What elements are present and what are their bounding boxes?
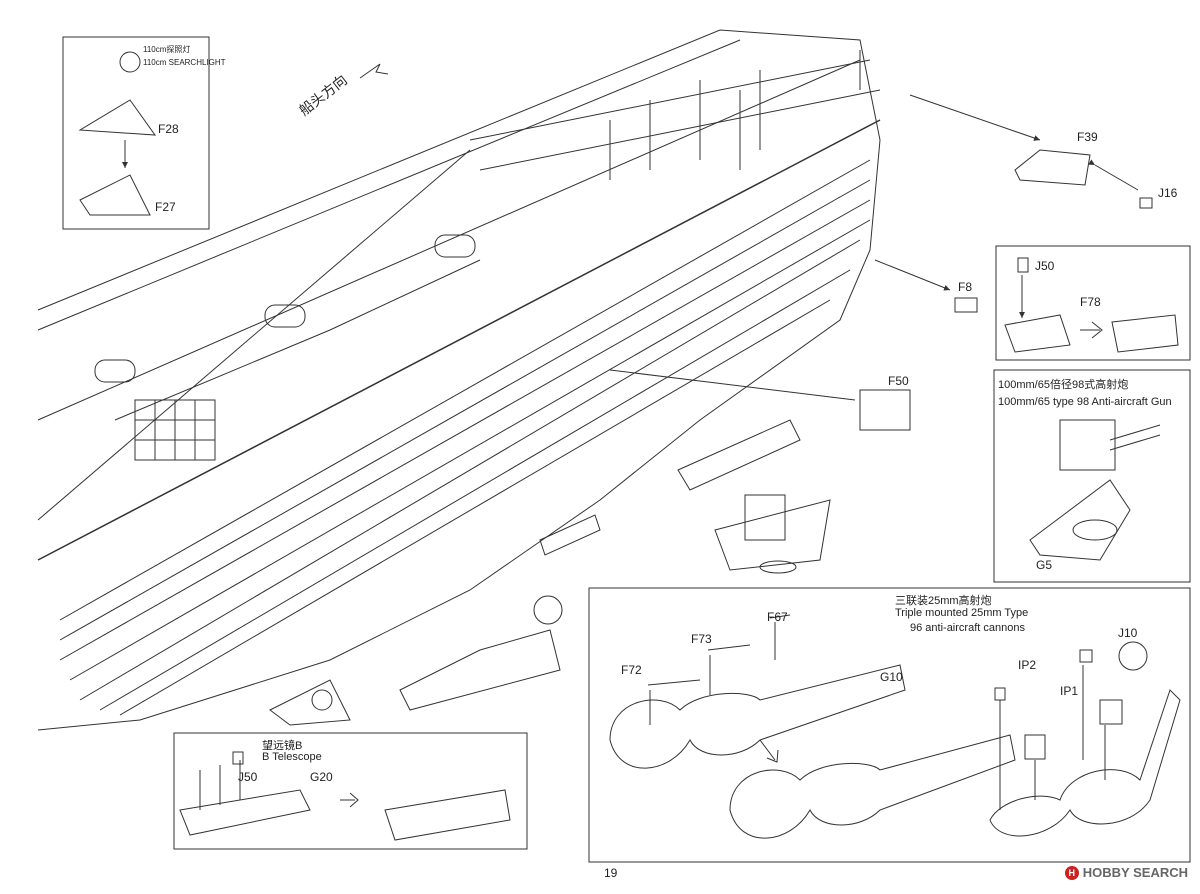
part-f72: F72 bbox=[621, 663, 642, 677]
part-g20: G20 bbox=[310, 770, 333, 784]
watermark-text: HOBBY SEARCH bbox=[1082, 865, 1188, 880]
searchlight-label-cn: 110cm探照灯 bbox=[143, 45, 191, 54]
telescope-box bbox=[173, 732, 528, 850]
part-f28: F28 bbox=[158, 122, 179, 136]
watermark: H HOBBY SEARCH bbox=[1064, 865, 1188, 880]
part-g5: G5 bbox=[1036, 558, 1053, 572]
part-j50b: J50 bbox=[238, 770, 258, 784]
part-f67: F67 bbox=[767, 610, 788, 624]
hull-deck-edge bbox=[37, 39, 741, 331]
searchlight-box bbox=[62, 36, 210, 230]
part-ip2: IP2 bbox=[1018, 658, 1037, 672]
telescope-label-cn: 望远镜B bbox=[262, 740, 303, 752]
hobby-search-logo-icon: H bbox=[1064, 865, 1079, 880]
gun100-label-en: 100mm/65 type 98 Anti-aircraft Gun bbox=[998, 396, 1172, 408]
triple25-label-en2: 96 anti-aircraft cannons bbox=[910, 622, 1025, 634]
part-ip1: IP1 bbox=[1060, 684, 1079, 698]
gun100-label-cn: 100mm/65倍径98式高射炮 bbox=[998, 379, 1129, 391]
triple25-label-en1: Triple mounted 25mm Type bbox=[895, 607, 1029, 619]
j50-box bbox=[995, 245, 1191, 361]
part-f50: F50 bbox=[888, 374, 909, 388]
telescope-label-en: B Telescope bbox=[262, 751, 322, 763]
hull-outline bbox=[37, 29, 881, 731]
part-f73: F73 bbox=[691, 632, 712, 646]
part-f27: F27 bbox=[155, 200, 176, 214]
part-j10: J10 bbox=[1118, 626, 1138, 640]
gun100-box bbox=[993, 369, 1191, 583]
part-j16: J16 bbox=[1158, 186, 1178, 200]
part-f39: F39 bbox=[1077, 130, 1098, 144]
part-f78: F78 bbox=[1080, 295, 1101, 309]
triple25-box bbox=[588, 587, 1191, 863]
part-g10: G10 bbox=[880, 670, 903, 684]
page-number: 19 bbox=[604, 866, 618, 880]
searchlight-label-en: 110cm SEARCHLIGHT bbox=[143, 58, 226, 67]
part-f8: F8 bbox=[958, 280, 973, 294]
triple25-label-cn: 三联装25mm高射炮 bbox=[895, 595, 992, 607]
part-j50: J50 bbox=[1035, 259, 1055, 273]
